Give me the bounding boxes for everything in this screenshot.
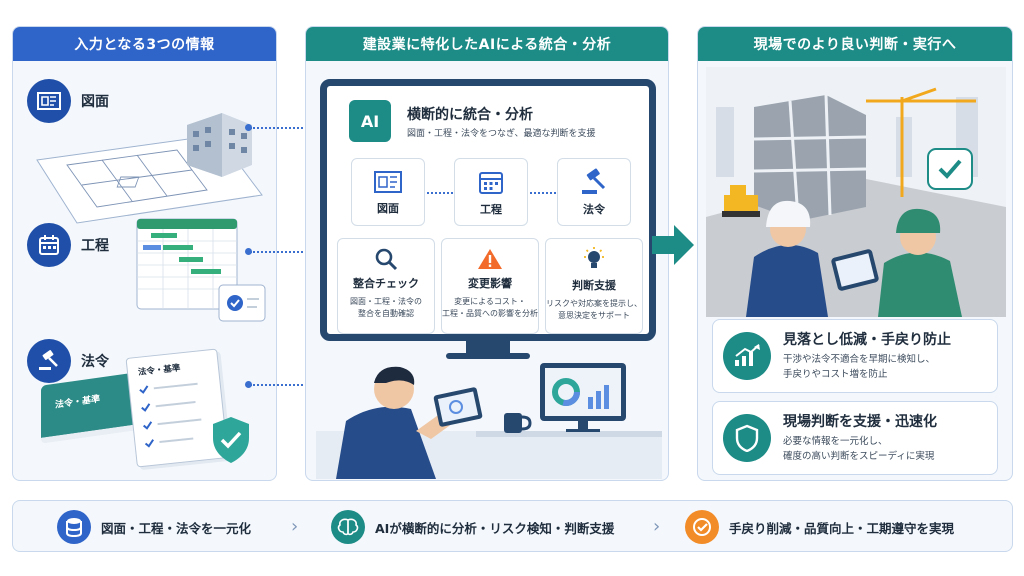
search-icon xyxy=(375,248,398,271)
chevron-right-icon: › xyxy=(653,516,661,537)
gavel-icon xyxy=(27,339,71,383)
connector-dot xyxy=(245,381,252,388)
analytics-monitor-illustration xyxy=(540,363,626,432)
blueprint-icon xyxy=(374,170,402,193)
input-label-law: 法令 xyxy=(81,354,109,370)
check-circle-icon xyxy=(685,510,719,544)
feature-card-decision-support: 判断支援 リスクや対応案を提示し、 意思決定をサポート xyxy=(545,238,643,334)
check-card-illustration xyxy=(218,284,266,322)
result-card-reduce-oversight: 見落とし低減・手戻り防止 干渉や法令不適合を早期に検知し、 手戻りやコスト増を防… xyxy=(712,319,998,393)
summary-bar: 図面・工程・法令を一元化 › AIが横断的に分析・リスク検知・判断支援 › 手戻… xyxy=(12,500,1013,552)
source-card-drawing: 図面 xyxy=(351,158,425,226)
building-illustration xyxy=(187,113,252,177)
checklist-icon xyxy=(139,382,202,448)
excavator-illustration xyxy=(722,185,760,217)
feature-title-change-impact: 変更影響 xyxy=(468,277,512,290)
monitor-base xyxy=(446,353,530,359)
warning-icon xyxy=(478,249,502,269)
blueprint-illustration xyxy=(36,113,263,224)
source-connector xyxy=(530,192,556,194)
source-label-schedule: 工程 xyxy=(480,202,502,216)
construction-site-illustration xyxy=(706,67,1006,317)
input-item-law: 法令 xyxy=(27,339,109,383)
crane-illustration xyxy=(866,87,976,197)
monitor-display: AI 横断的に統合・分析 図面・工程・法令をつなぎ、最適な判断を支援 図面 工程… xyxy=(320,79,656,341)
calendar-icon xyxy=(27,223,71,267)
result-title-support-judgement: 現場判断を支援・迅速化 xyxy=(783,414,937,430)
regulation-document-label: 法令・基準 xyxy=(137,363,181,378)
source-connector xyxy=(427,192,453,194)
connector-dot xyxy=(245,124,252,131)
worker-left-illustration xyxy=(746,200,828,317)
monitor-stand xyxy=(466,341,510,355)
regulation-document-illustration: 法令・基準 xyxy=(125,348,229,468)
law-book-label: 法令・基準 xyxy=(55,394,101,411)
summary-text-unify: 図面・工程・法令を一元化 xyxy=(101,520,252,536)
feature-desc-decision-support: リスクや対応案を提示し、 意思決定をサポート xyxy=(546,299,642,320)
monitor-subheading: 図面・工程・法令をつなぎ、最適な判断を支援 xyxy=(407,129,596,139)
chart-up-icon xyxy=(723,332,771,380)
source-label-law: 法令 xyxy=(583,202,605,216)
gantt-chart-illustration xyxy=(136,218,266,322)
feature-desc-consistency: 図面・工程・法令の 整合を自動確認 xyxy=(350,297,422,318)
connector-dot xyxy=(245,248,252,255)
result-title-reduce-oversight: 見落とし低減・手戻り防止 xyxy=(783,332,951,348)
gavel-icon xyxy=(582,167,606,194)
input-label-schedule: 工程 xyxy=(81,238,109,254)
connector-drawing xyxy=(250,127,314,129)
lightbulb-icon xyxy=(584,247,604,268)
ai-chip-icon: AI xyxy=(349,100,391,142)
blueprint-icon xyxy=(27,79,71,123)
result-card-support-judgement: 現場判断を支援・迅速化 必要な情報を一元化し、 確度の高い判断をスピーディに実現 xyxy=(712,401,998,475)
feature-title-decision-support: 判断支援 xyxy=(572,279,616,292)
shield-check-icon xyxy=(213,417,249,463)
source-card-schedule: 工程 xyxy=(454,158,528,226)
feature-desc-change-impact: 変更によるコスト・ 工程・品質への影響を分析 xyxy=(442,297,538,318)
feature-card-change-impact: 変更影響 変更によるコスト・ 工程・品質への影響を分析 xyxy=(441,238,539,334)
input-panel: 入力となる3つの情報 図面 xyxy=(12,26,277,481)
flow-arrow-icon xyxy=(652,225,694,265)
building-frame-illustration xyxy=(754,95,866,221)
feature-title-consistency: 整合チェック xyxy=(353,277,419,290)
outcome-panel: 現場でのより良い判断・実行へ 見落とし低減・手戻り防止 干渉や法令不適合を早期に… xyxy=(697,26,1013,481)
summary-text-analyze: AIが横断的に分析・リスク検知・判断支援 xyxy=(375,520,615,536)
result-desc-reduce-oversight: 干渉や法令不適合を早期に検知し、 手戻りやコスト増を防止 xyxy=(783,354,936,381)
summary-step-achieve: 手戻り削減・品質向上・工期遵守を実現 xyxy=(685,510,954,544)
input-item-drawing: 図面 xyxy=(27,79,109,123)
shield-icon xyxy=(723,414,771,462)
analysis-panel-title: 建設業に特化したAIによる統合・分析 xyxy=(306,27,668,61)
input-label-drawing: 図面 xyxy=(81,94,109,110)
calendar-icon xyxy=(479,171,503,194)
coffee-mug-illustration xyxy=(504,413,532,433)
summary-step-unify: 図面・工程・法令を一元化 xyxy=(57,510,251,544)
input-panel-title: 入力となる3つの情報 xyxy=(13,27,276,61)
source-label-drawing: 図面 xyxy=(377,201,399,215)
feature-card-consistency: 整合チェック 図面・工程・法令の 整合を自動確認 xyxy=(337,238,435,334)
source-card-law: 法令 xyxy=(557,158,631,226)
monitor-heading: 横断的に統合・分析 xyxy=(407,107,533,123)
connector-law xyxy=(250,384,314,386)
summary-step-analyze: AIが横断的に分析・リスク検知・判断支援 xyxy=(331,510,614,544)
outcome-panel-title: 現場でのより良い判断・実行へ xyxy=(698,27,1012,61)
summary-text-achieve: 手戻り削減・品質向上・工期遵守を実現 xyxy=(729,520,955,536)
check-bubble-icon xyxy=(927,148,973,190)
database-icon xyxy=(57,510,91,544)
law-book-illustration: 法令・基準 xyxy=(41,372,137,444)
result-desc-support-judgement: 必要な情報を一元化し、 確度の高い判断をスピーディに実現 xyxy=(783,436,935,463)
tablet-illustration xyxy=(433,387,483,427)
office-worker-illustration xyxy=(316,363,662,479)
connector-schedule xyxy=(250,251,314,253)
worker-right-illustration xyxy=(878,208,962,317)
input-item-schedule: 工程 xyxy=(27,223,109,267)
brain-icon xyxy=(331,510,365,544)
analysis-panel: 建設業に特化したAIによる統合・分析 AI 横断的に統合・分析 図面・工程・法令… xyxy=(305,26,669,481)
tablet-illustration xyxy=(831,249,879,291)
chevron-right-icon: › xyxy=(291,516,299,537)
